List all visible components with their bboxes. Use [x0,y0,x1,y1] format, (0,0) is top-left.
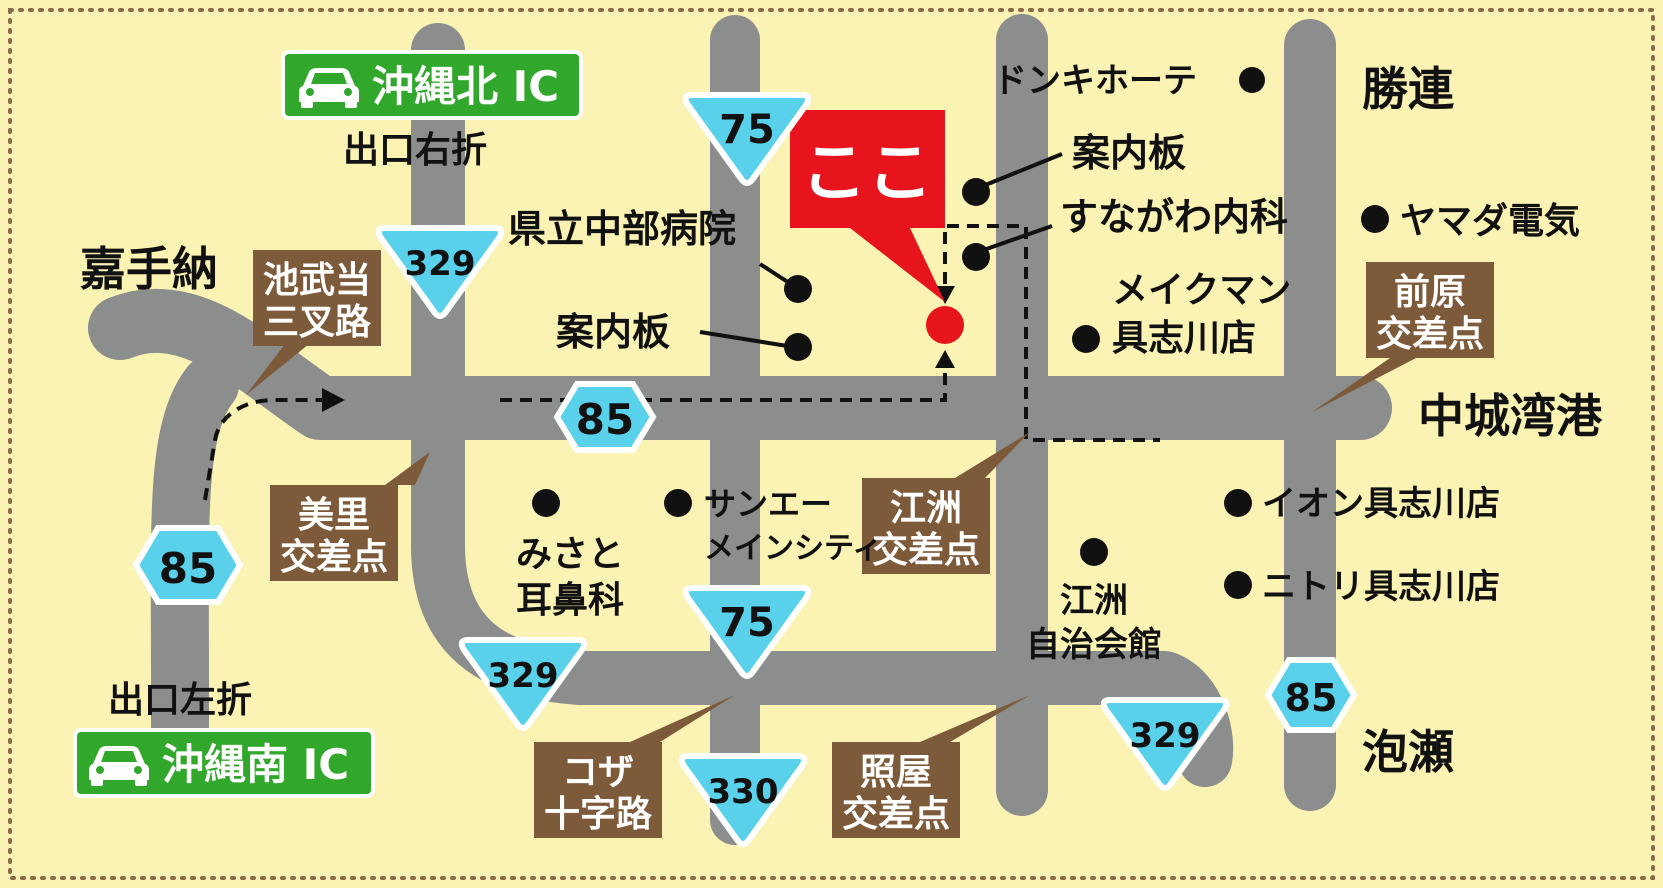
map-labels: 嘉手納 勝連 中城湾港 泡瀬 出口右折 出口左折 ドンキホーテ 案内板 すながわ… [80,61,1603,779]
label-info-board-left: 案内板 [556,310,670,354]
svg-text:交差点: 交差点 [280,536,388,578]
intersection-teruya: 照屋 交差点 [832,695,1030,838]
svg-text:75: 75 [719,600,775,646]
label-makeman-1: メイクマン [1112,270,1291,311]
north-ic-sign: 沖縄北 IC [281,50,583,120]
svg-text:美里: 美里 [298,495,370,536]
destination-marker-icon [926,306,964,344]
south-exit-note: 出口左折 [108,680,252,721]
label-esu-hall-2: 自治会館 [1026,625,1162,665]
route-75-north-sign: 75 [682,92,812,186]
label-sanei-1: サンエー [704,485,832,523]
svg-text:交差点: 交差点 [872,529,980,571]
place-kadena: 嘉手納 [80,242,218,296]
svg-text:329: 329 [405,244,476,284]
kenritsu-dot [784,275,812,303]
intersection-ikebutou: 池武当 三叉路 [246,250,381,395]
svg-text:330: 330 [708,772,779,812]
donki-dot [1239,67,1265,93]
south-ic-sign: 沖縄南 IC [73,728,375,798]
svg-text:329: 329 [1130,716,1201,756]
label-kenritsu: 県立中部病院 [508,207,736,251]
route-330-sign: 330 [678,753,808,847]
svg-text:85: 85 [576,395,634,444]
svg-text:三叉路: 三叉路 [263,302,372,343]
route-85-east-sign: 85 [1264,657,1358,733]
place-nakagusuku-port: 中城湾港 [1418,389,1603,443]
label-sanei-2: メインシティ [704,531,882,566]
sunagawa-dot [962,243,990,271]
svg-text:75: 75 [719,107,775,153]
svg-text:照屋: 照屋 [860,752,932,793]
intersection-misato: 美里 交差点 [270,452,430,581]
route-329-north-sign: 329 [375,225,505,319]
label-misato-ent-1: みさと [516,534,624,575]
label-yamada: ヤマダ電気 [1400,201,1580,242]
svg-text:前原: 前原 [1394,272,1466,313]
place-katsuren: 勝連 [1362,62,1455,116]
route-85-west-sign: 85 [132,525,244,605]
label-aeon: イオン具志川店 [1262,484,1500,524]
svg-text:池武当: 池武当 [263,260,371,301]
map-frame [8,8,1655,880]
route-329-east-sign: 329 [1100,697,1230,791]
destination-label: ここ [801,134,933,211]
place-awase: 泡瀬 [1362,725,1454,779]
driving-route [203,224,1160,501]
destination-callout: ここ [790,110,945,302]
yamada-dot [1361,205,1389,233]
route-85-main-sign: 85 [553,381,657,453]
label-makeman-2: 具志川店 [1112,318,1256,359]
north-exit-note: 出口右折 [343,130,487,171]
nitori-dot [1224,571,1252,599]
north-ic-label: 沖縄北 IC [372,62,559,111]
landmark-leaders [699,152,1063,350]
intersection-koza: コザ 十字路 [534,695,735,838]
misato-ent-dot [532,489,560,517]
svg-text:十字路: 十字路 [544,794,653,835]
route-329-south-sign: 329 [458,637,588,731]
svg-text:85: 85 [1285,676,1338,720]
label-donki: ドンキホーテ [993,61,1197,101]
label-misato-ent-2: 耳鼻科 [516,580,624,621]
south-ic-label: 沖縄南 IC [162,740,349,789]
svg-text:85: 85 [159,544,217,593]
intersection-maehara: 前原 交差点 [1312,262,1494,412]
info-board-left-dot [784,333,812,361]
svg-text:江洲: 江洲 [890,488,962,529]
aeon-dot [1224,489,1252,517]
label-esu-hall-1: 江洲 [1060,581,1128,621]
intersection-esu: 江洲 交差点 [862,432,1030,574]
makeman-dot [1072,325,1100,353]
info-board-top-dot [962,178,990,206]
svg-text:コザ: コザ [562,752,634,793]
svg-text:329: 329 [488,656,559,696]
route-75-south-sign: 75 [682,585,812,679]
label-info-board-top: 案内板 [1072,131,1186,175]
svg-text:交差点: 交差点 [842,793,950,835]
esu-hall-dot [1080,538,1108,566]
sanei-dot [664,489,692,517]
landmark-dots [532,67,1389,599]
label-nitori: ニトリ具志川店 [1262,567,1500,607]
label-sunagawa: すながわ内科 [1060,195,1288,239]
svg-text:交差点: 交差点 [1376,313,1484,355]
